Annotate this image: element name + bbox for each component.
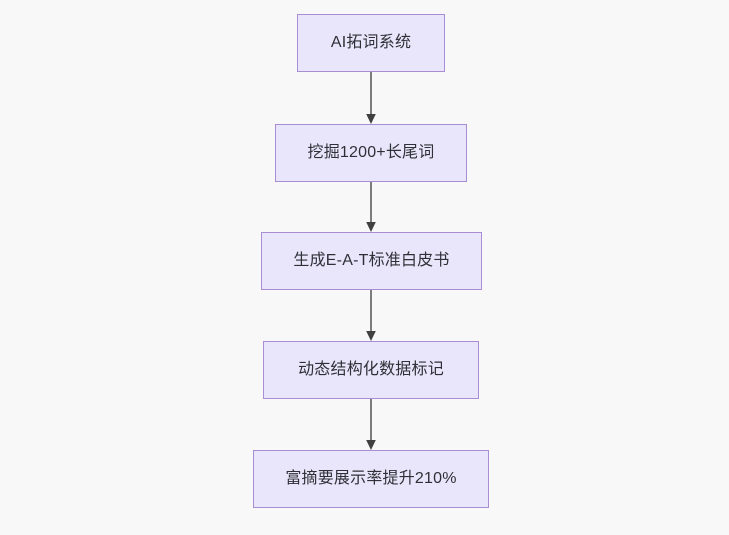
flowchart-node-n4[interactable]: 动态结构化数据标记 [263,341,479,399]
edge-n1-n2 [366,72,376,124]
edge-n3-n4 [366,290,376,341]
flowchart-node-n3[interactable]: 生成E-A-T标准白皮书 [261,232,482,290]
flowchart-node-n2-label: 挖掘1200+长尾词 [307,144,435,161]
flowchart-node-n5[interactable]: 富摘要展示率提升210% [253,450,489,508]
flowchart-node-n3-label: 生成E-A-T标准白皮书 [293,252,450,269]
flowchart-node-n4-label: 动态结构化数据标记 [298,361,444,378]
flowchart-node-n1[interactable]: AI拓词系统 [297,14,445,72]
edge-n2-n3 [366,182,376,232]
edge-n4-n5 [366,399,376,450]
flowchart-node-n2[interactable]: 挖掘1200+长尾词 [275,124,467,182]
flowchart-node-n1-label: AI拓词系统 [330,34,412,51]
flowchart-node-n5-label: 富摘要展示率提升210% [285,470,457,487]
